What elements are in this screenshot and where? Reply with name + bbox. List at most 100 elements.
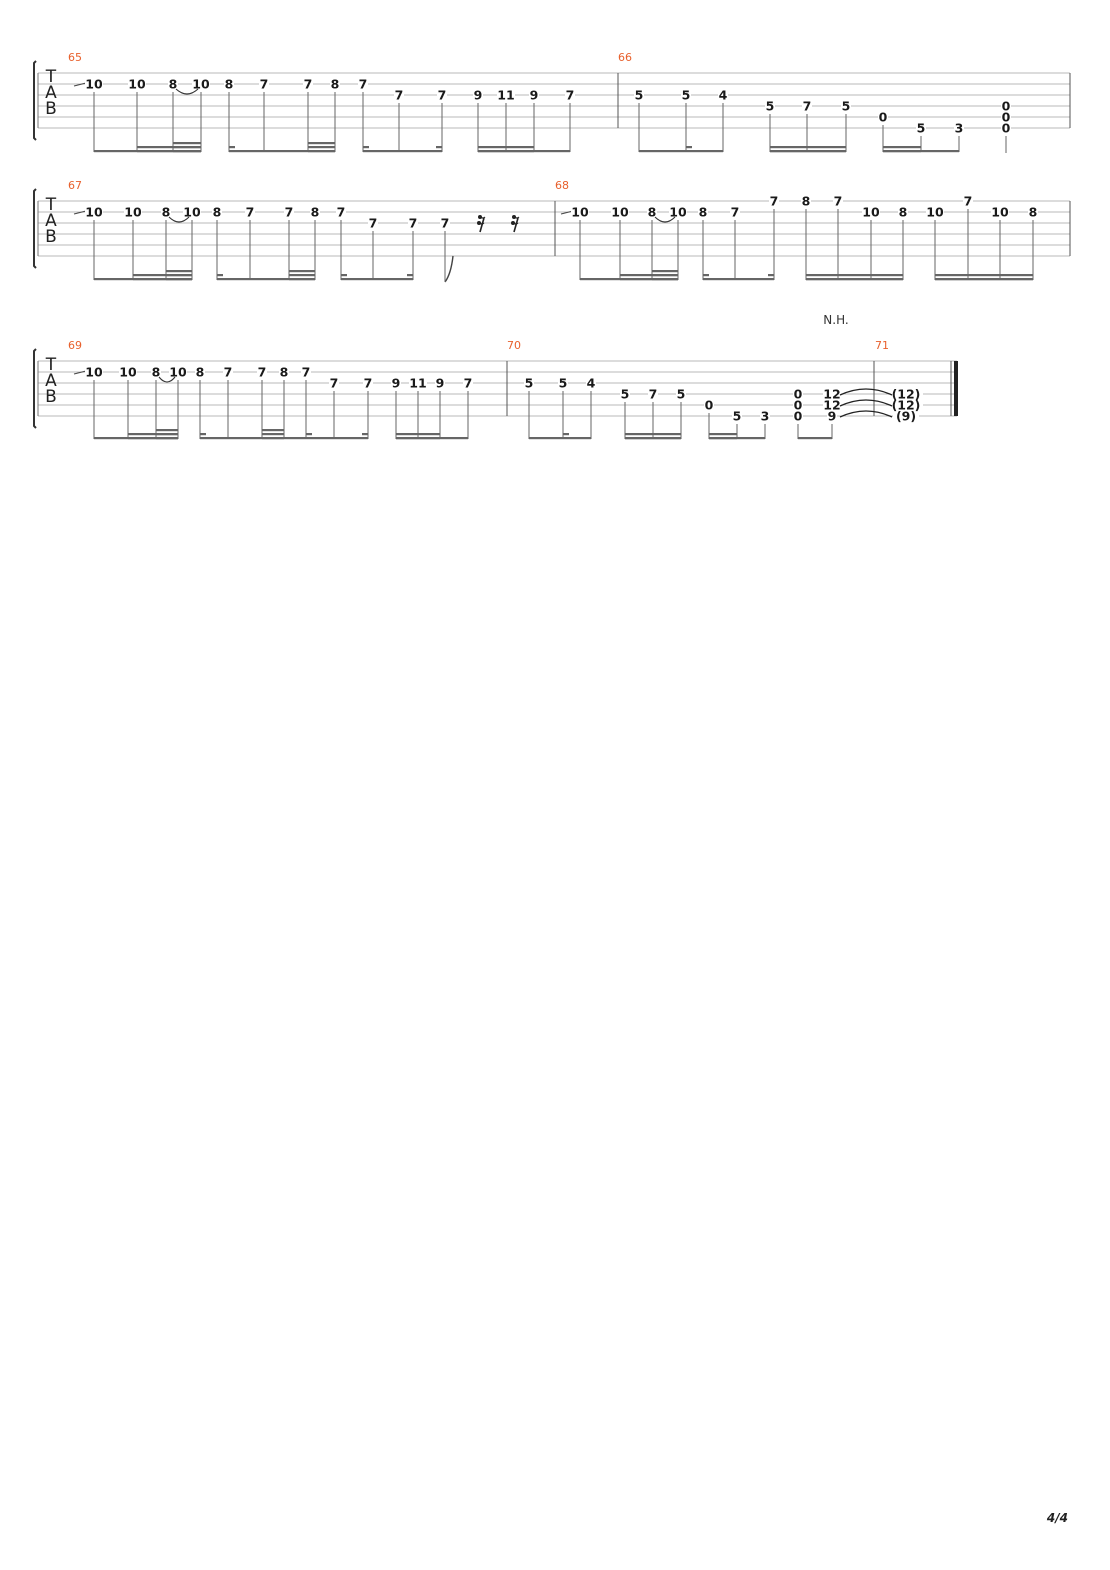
beam	[341, 278, 413, 281]
beam	[262, 433, 284, 436]
legato-slur	[654, 216, 676, 223]
tab-clef-letter: A	[45, 83, 57, 103]
fret-backdrop	[827, 410, 837, 422]
beam	[620, 278, 678, 281]
fret-number: (12)	[892, 387, 921, 402]
fret-number: 0	[794, 409, 803, 424]
fret-number: 0	[879, 110, 888, 125]
fret-backdrop	[301, 366, 311, 378]
tab-clef-letter: B	[45, 99, 57, 119]
fret-backdrop	[889, 399, 923, 411]
fret-backdrop	[571, 206, 589, 218]
fret-backdrop	[183, 206, 201, 218]
beam	[529, 437, 591, 440]
final-barline-thick	[954, 361, 958, 416]
beam-stub	[363, 146, 369, 149]
legato-slur	[175, 88, 199, 95]
fret-backdrop	[391, 377, 401, 389]
measure-number: 66	[618, 51, 632, 64]
beam	[806, 274, 903, 277]
fret-number: 7	[441, 216, 450, 231]
fret-backdrop	[878, 111, 888, 123]
fret-backdrop	[85, 78, 103, 90]
measure-number: 71	[875, 339, 889, 352]
fret-backdrop	[358, 78, 368, 90]
beam	[166, 274, 192, 277]
fret-number: 4	[719, 88, 728, 103]
beam	[363, 150, 442, 153]
slide-in-mark	[73, 82, 87, 87]
fret-number: 5	[525, 376, 534, 391]
fret-number: 7	[803, 99, 812, 114]
beam	[306, 437, 368, 440]
fret-backdrop	[954, 122, 964, 134]
fret-backdrop	[85, 366, 103, 378]
beam	[652, 278, 678, 281]
fret-number: 5	[766, 99, 775, 114]
beam	[308, 146, 335, 149]
fret-number: 10	[85, 77, 103, 92]
beam	[652, 270, 678, 273]
fret-backdrop	[329, 377, 339, 389]
tie	[839, 399, 893, 407]
beam-stub	[362, 433, 368, 436]
beam	[935, 274, 1033, 277]
fret-backdrop	[223, 366, 233, 378]
fret-number: 5	[682, 88, 691, 103]
fret-backdrop	[889, 388, 923, 400]
beam	[173, 150, 201, 153]
fret-backdrop	[730, 206, 740, 218]
fret-number: 10	[128, 77, 146, 92]
fret-number: 7	[566, 88, 575, 103]
fret-number: 7	[260, 77, 269, 92]
fret-backdrop	[647, 206, 657, 218]
fret-backdrop	[620, 388, 630, 400]
fret-number: 8	[899, 205, 908, 220]
fret-number: 8	[162, 205, 171, 220]
fret-backdrop	[161, 206, 171, 218]
fret-backdrop	[529, 89, 539, 101]
fret-backdrop	[1001, 111, 1011, 123]
beam	[156, 429, 178, 432]
fret-backdrop	[363, 377, 373, 389]
fret-number: (12)	[892, 398, 921, 413]
legato-slur	[168, 216, 190, 223]
fret-number: 7	[369, 216, 378, 231]
fret-backdrop	[765, 100, 775, 112]
fret-number: 8	[802, 194, 811, 209]
beam	[137, 146, 201, 149]
fret-number: 8	[169, 77, 178, 92]
measure-number: 68	[555, 179, 569, 192]
fret-backdrop	[1001, 122, 1011, 134]
beam	[156, 433, 178, 436]
fret-number: 7	[770, 194, 779, 209]
fret-number: 7	[246, 205, 255, 220]
fret-number: 0	[705, 398, 714, 413]
fret-backdrop	[648, 388, 658, 400]
fret-number: 7	[359, 77, 368, 92]
beam	[289, 278, 315, 281]
fret-number: 8	[152, 365, 161, 380]
fret-number: 10	[85, 205, 103, 220]
fret-number: 8	[648, 205, 657, 220]
fret-number: 10	[862, 205, 880, 220]
beam-stub	[768, 274, 774, 277]
fret-number: 9	[828, 409, 837, 424]
system-bracket	[33, 60, 37, 141]
fret-number: 8	[196, 365, 205, 380]
beam	[709, 433, 737, 436]
fret-number: 8	[699, 205, 708, 220]
fret-number: 7	[649, 387, 658, 402]
fret-backdrop	[1028, 206, 1038, 218]
fret-number: 0	[1002, 99, 1011, 114]
tie	[839, 410, 893, 418]
fret-backdrop	[760, 410, 770, 422]
fret-backdrop	[823, 399, 841, 411]
fret-number: 7	[395, 88, 404, 103]
fret-backdrop	[124, 206, 142, 218]
fret-backdrop	[793, 410, 803, 422]
fret-backdrop	[704, 399, 714, 411]
fret-backdrop	[963, 195, 973, 207]
fret-number: 8	[1029, 205, 1038, 220]
